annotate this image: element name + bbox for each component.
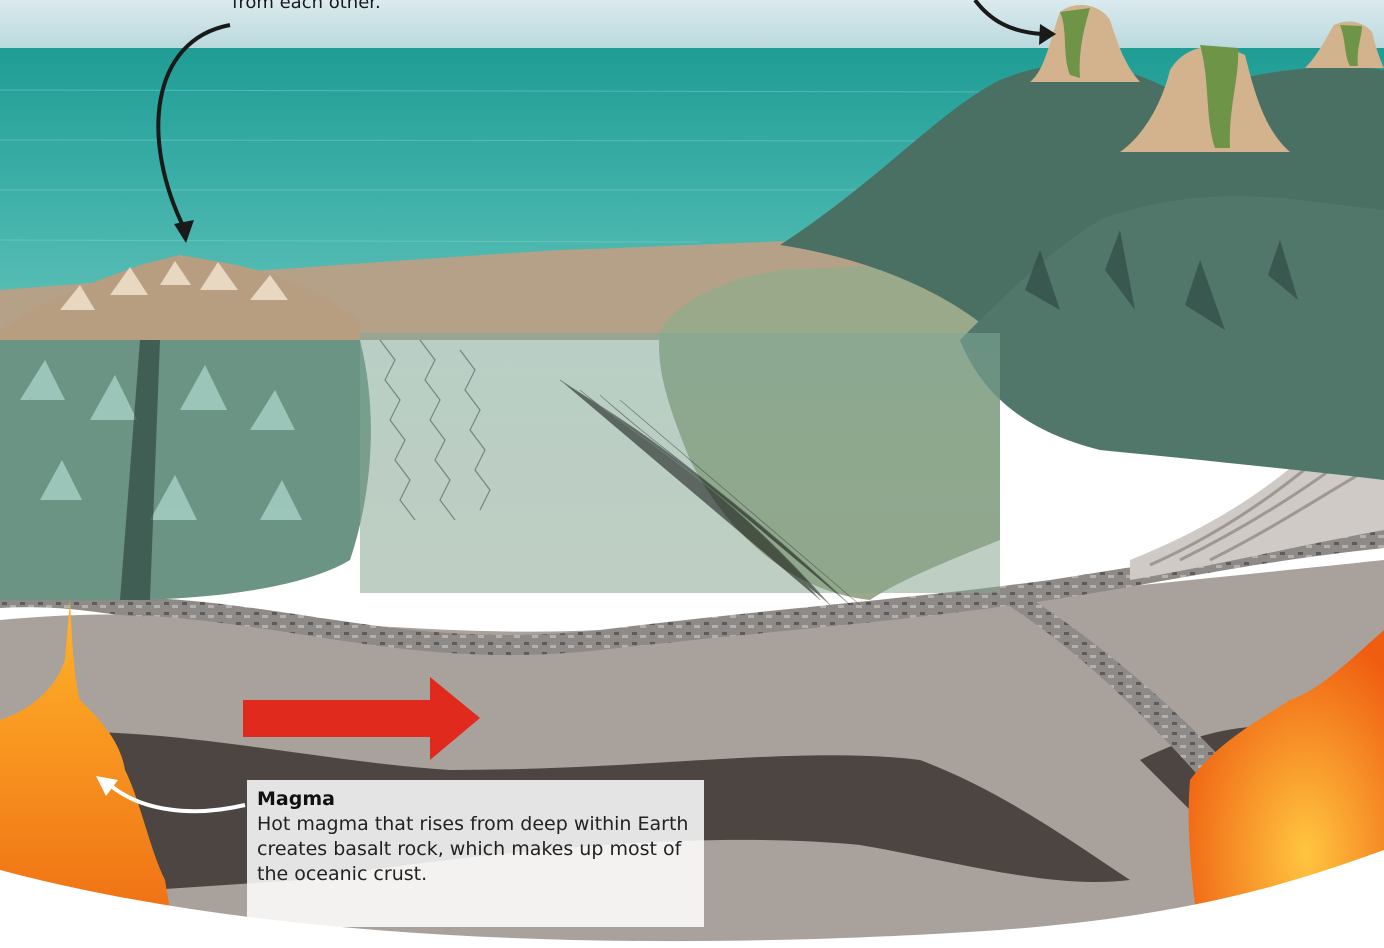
mid-ocean-ridge bbox=[0, 255, 371, 600]
top-annotation-fragment: from each other. bbox=[232, 0, 381, 14]
magma-callout: Magma Hot magma that rises from deep wit… bbox=[247, 780, 704, 927]
magma-callout-title: Magma bbox=[257, 787, 694, 811]
sky bbox=[0, 0, 1384, 50]
magma-callout-body: Hot magma that rises from deep within Ea… bbox=[257, 812, 694, 887]
